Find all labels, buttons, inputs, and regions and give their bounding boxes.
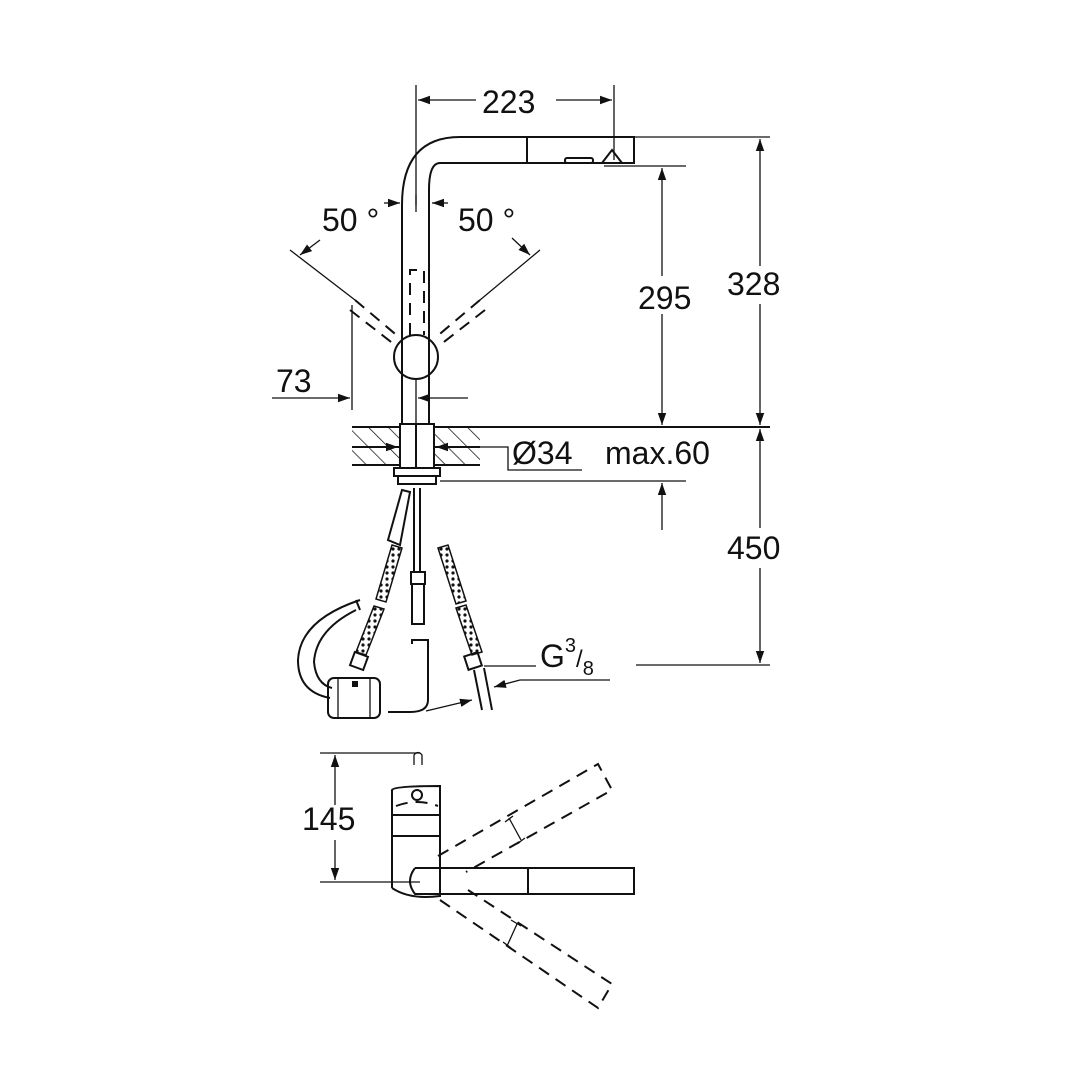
top-view bbox=[320, 751, 635, 1010]
dim-spout-reach: 223 bbox=[482, 84, 536, 120]
dim-max-deck: max.60 bbox=[605, 435, 710, 471]
dim-lever-offset: 73 bbox=[276, 363, 312, 399]
thread-prefix: G bbox=[540, 638, 565, 674]
thread-numerator: 3 bbox=[564, 635, 577, 657]
dim-outlet-height: 295 bbox=[638, 280, 692, 316]
dim-swivel-right: 50 ° bbox=[458, 202, 516, 238]
dim-connection-thread: G3/8 bbox=[540, 635, 594, 680]
thread-denominator: 8 bbox=[582, 658, 594, 680]
dim-swivel-left: 50 ° bbox=[322, 202, 380, 238]
dim-hole-diameter: Ø34 bbox=[512, 435, 573, 471]
front-view bbox=[272, 85, 770, 719]
dim-top-view-depth: 145 bbox=[302, 801, 356, 837]
dim-total-height: 328 bbox=[727, 266, 781, 302]
dim-below-deck: 450 bbox=[727, 530, 781, 566]
